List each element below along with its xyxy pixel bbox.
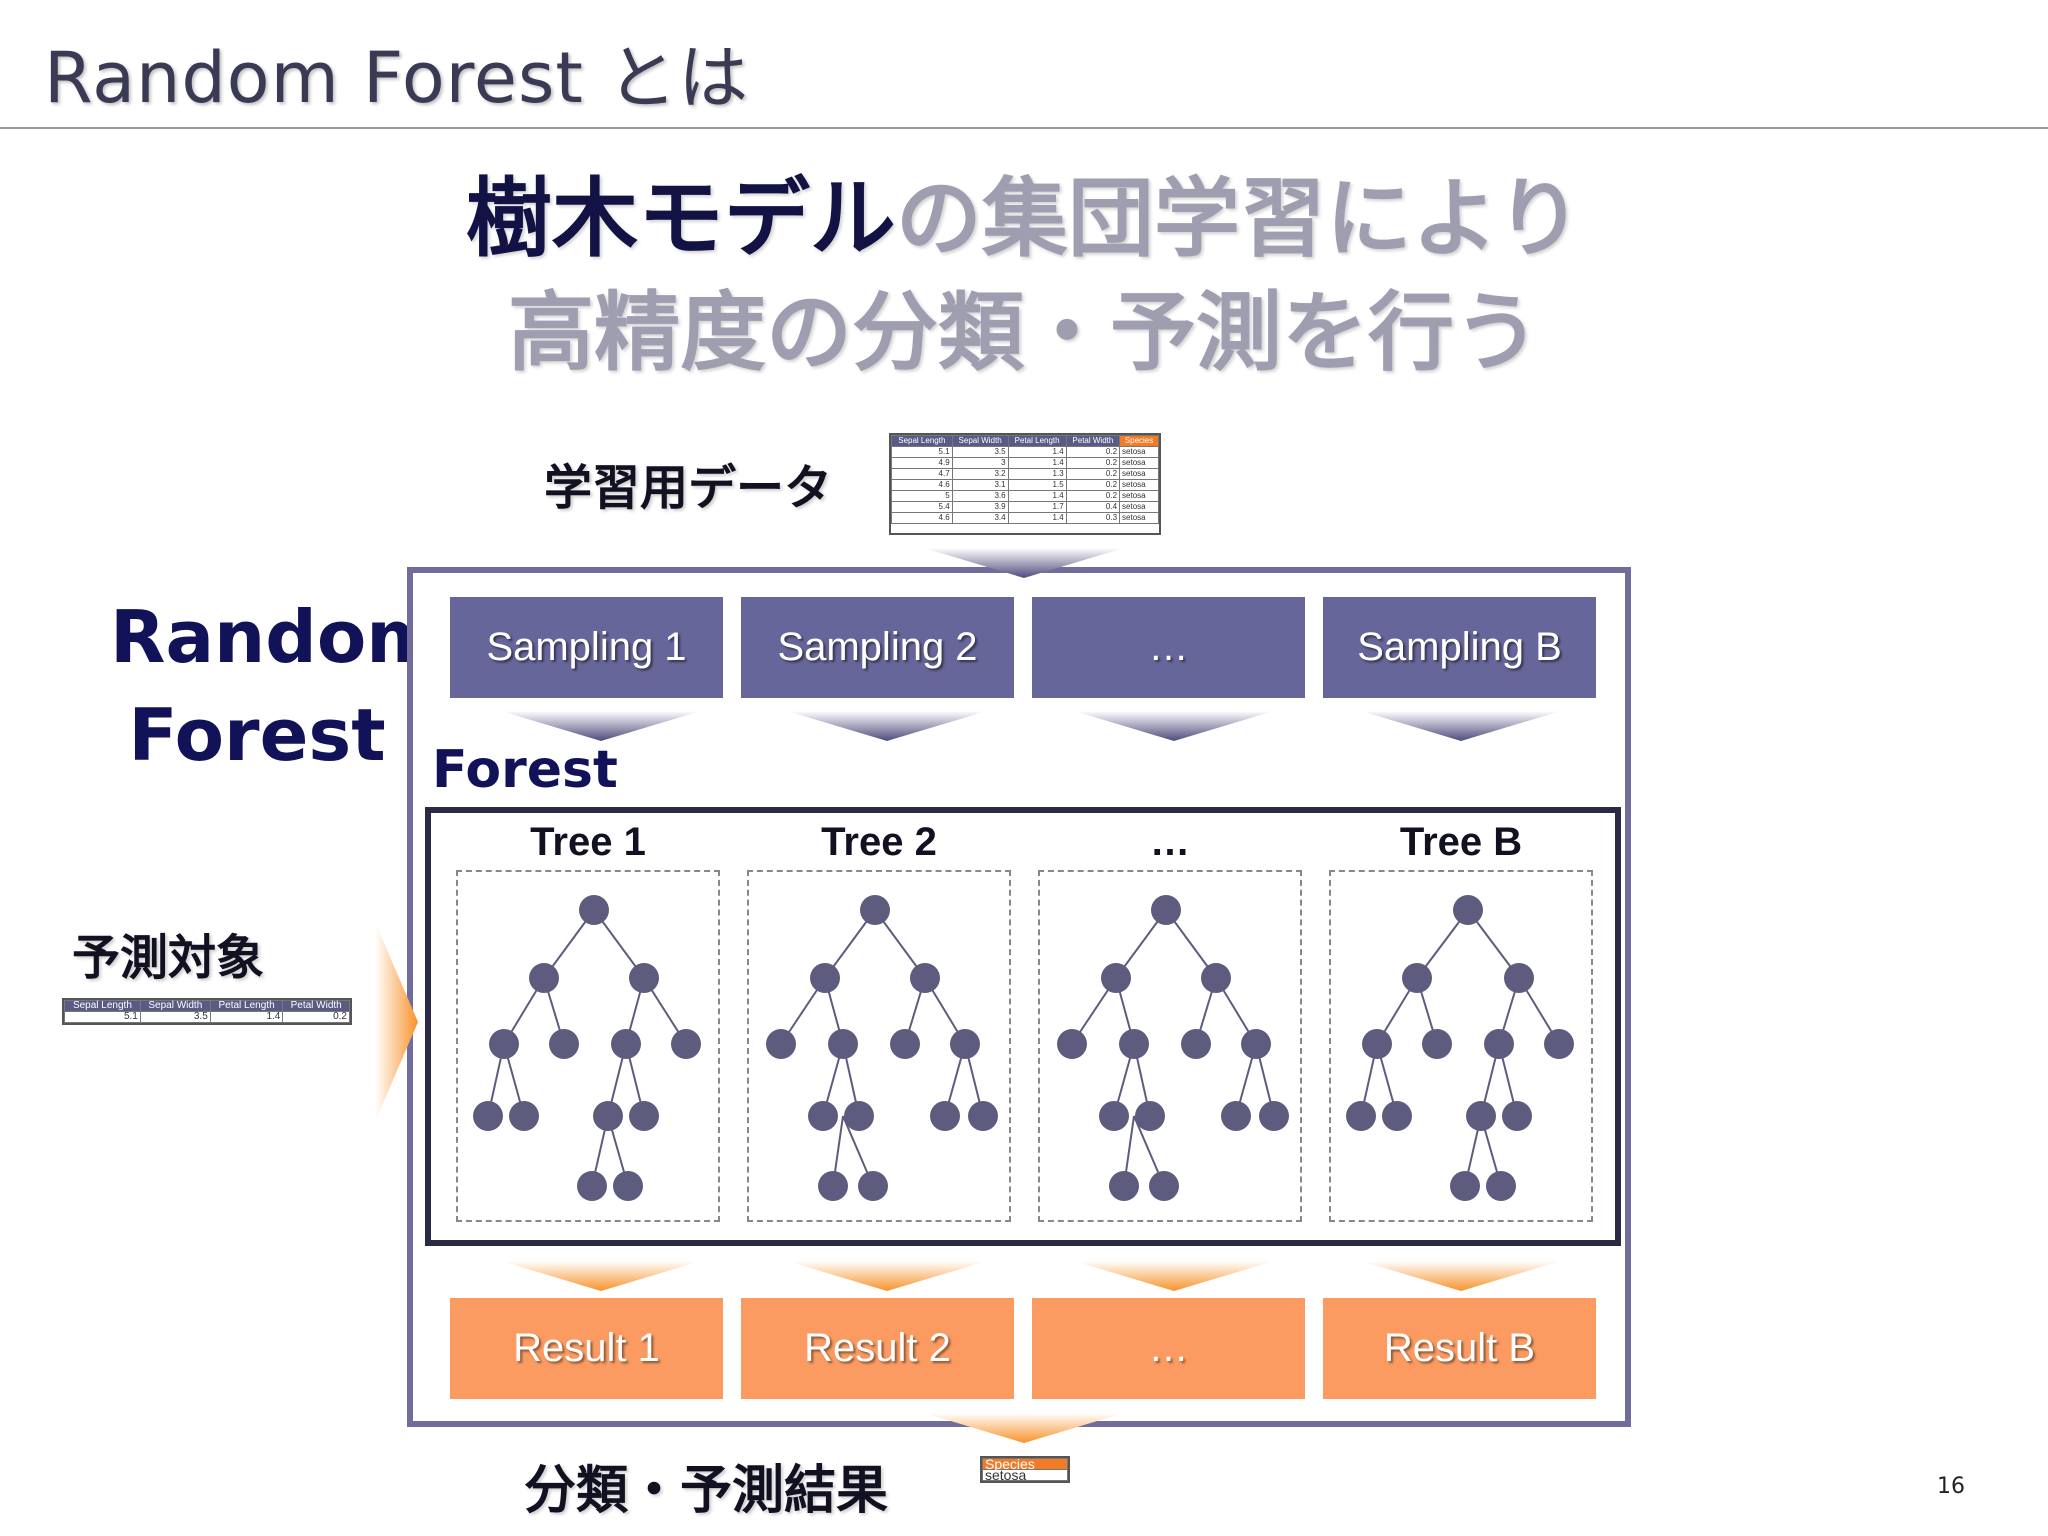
result-box-b: Result B bbox=[1323, 1298, 1596, 1399]
training-data-table: Sepal Length Sepal Width Petal Length Pe… bbox=[889, 433, 1161, 535]
table-header-species: Species bbox=[1119, 435, 1159, 447]
table-header-species: Species bbox=[982, 1457, 1068, 1471]
decision-tree-icon bbox=[1346, 895, 1574, 1201]
arrow-result-1 bbox=[501, 1261, 701, 1291]
sampling-box-b: Sampling B bbox=[1323, 597, 1596, 698]
prediction-target-table: Sepal Length Sepal Width Petal Length Pe… bbox=[62, 998, 352, 1025]
sampling-box-1: Sampling 1 bbox=[450, 597, 723, 698]
arrow-result-b bbox=[1361, 1261, 1561, 1291]
random-forest-label: Random Forest bbox=[110, 588, 442, 784]
classification-result-label: 分類・予測結果 bbox=[524, 1461, 889, 1521]
tree-label-b: Tree B bbox=[1399, 820, 1523, 864]
tree-box-3 bbox=[1038, 870, 1302, 1222]
arrow-target-in bbox=[375, 922, 418, 1122]
arrow-sampling-1 bbox=[501, 711, 701, 741]
arrow-result-out bbox=[924, 1413, 1124, 1443]
forest-label: Forest bbox=[432, 740, 618, 800]
arrow-result-3 bbox=[1074, 1261, 1274, 1291]
tree-label-2: Tree 2 bbox=[821, 820, 937, 864]
random-forest-label-line-2: Forest bbox=[128, 693, 386, 777]
tree-box-2 bbox=[747, 870, 1011, 1222]
table-header: Sepal Length bbox=[64, 1000, 141, 1012]
page-number: 16 bbox=[1937, 1474, 1965, 1499]
training-data-label: 学習用データ bbox=[544, 460, 833, 516]
slide-title: Random Forest とは bbox=[44, 37, 750, 119]
table-header: Petal Width bbox=[282, 1000, 350, 1012]
arrow-sampling-2 bbox=[787, 711, 987, 741]
forest-frame bbox=[425, 807, 1621, 1246]
sampling-box-2: Sampling 2 bbox=[741, 597, 1014, 698]
headline-line-1-rest: の集団学習により bbox=[895, 169, 1583, 269]
headline-line-1: 樹木モデルの集団学習により bbox=[0, 148, 2048, 273]
result-box-2: Result 2 bbox=[741, 1298, 1014, 1399]
tree-box-b bbox=[1329, 870, 1593, 1222]
table-header: Petal Length bbox=[209, 1000, 284, 1012]
arrow-sampling-3 bbox=[1074, 711, 1274, 741]
decision-tree-icon bbox=[1057, 895, 1289, 1201]
arrow-sampling-b bbox=[1361, 711, 1561, 741]
result-box-1: Result 1 bbox=[450, 1298, 723, 1399]
table-header: Sepal Width bbox=[139, 1000, 211, 1012]
headline-emphasis: 樹木モデル bbox=[465, 169, 896, 269]
random-forest-label-line-1: Random bbox=[110, 595, 442, 679]
tree-box-1 bbox=[456, 870, 720, 1222]
arrow-result-2 bbox=[787, 1261, 987, 1291]
prediction-target-label: 予測対象 bbox=[72, 930, 265, 986]
tree-label-1: Tree 1 bbox=[530, 820, 646, 864]
sampling-box-3: … bbox=[1032, 597, 1305, 698]
tree-label-3: … bbox=[1150, 820, 1190, 864]
arrow-data-in bbox=[924, 548, 1124, 578]
decision-tree-icon bbox=[766, 895, 998, 1201]
table-row: setosa bbox=[982, 1468, 1068, 1482]
result-table: Species setosa bbox=[980, 1456, 1070, 1483]
decision-tree-icon bbox=[473, 895, 701, 1201]
result-box-3: … bbox=[1032, 1298, 1305, 1399]
headline-line-2: 高精度の分類・予測を行う bbox=[508, 283, 1540, 383]
title-divider bbox=[0, 127, 2048, 129]
